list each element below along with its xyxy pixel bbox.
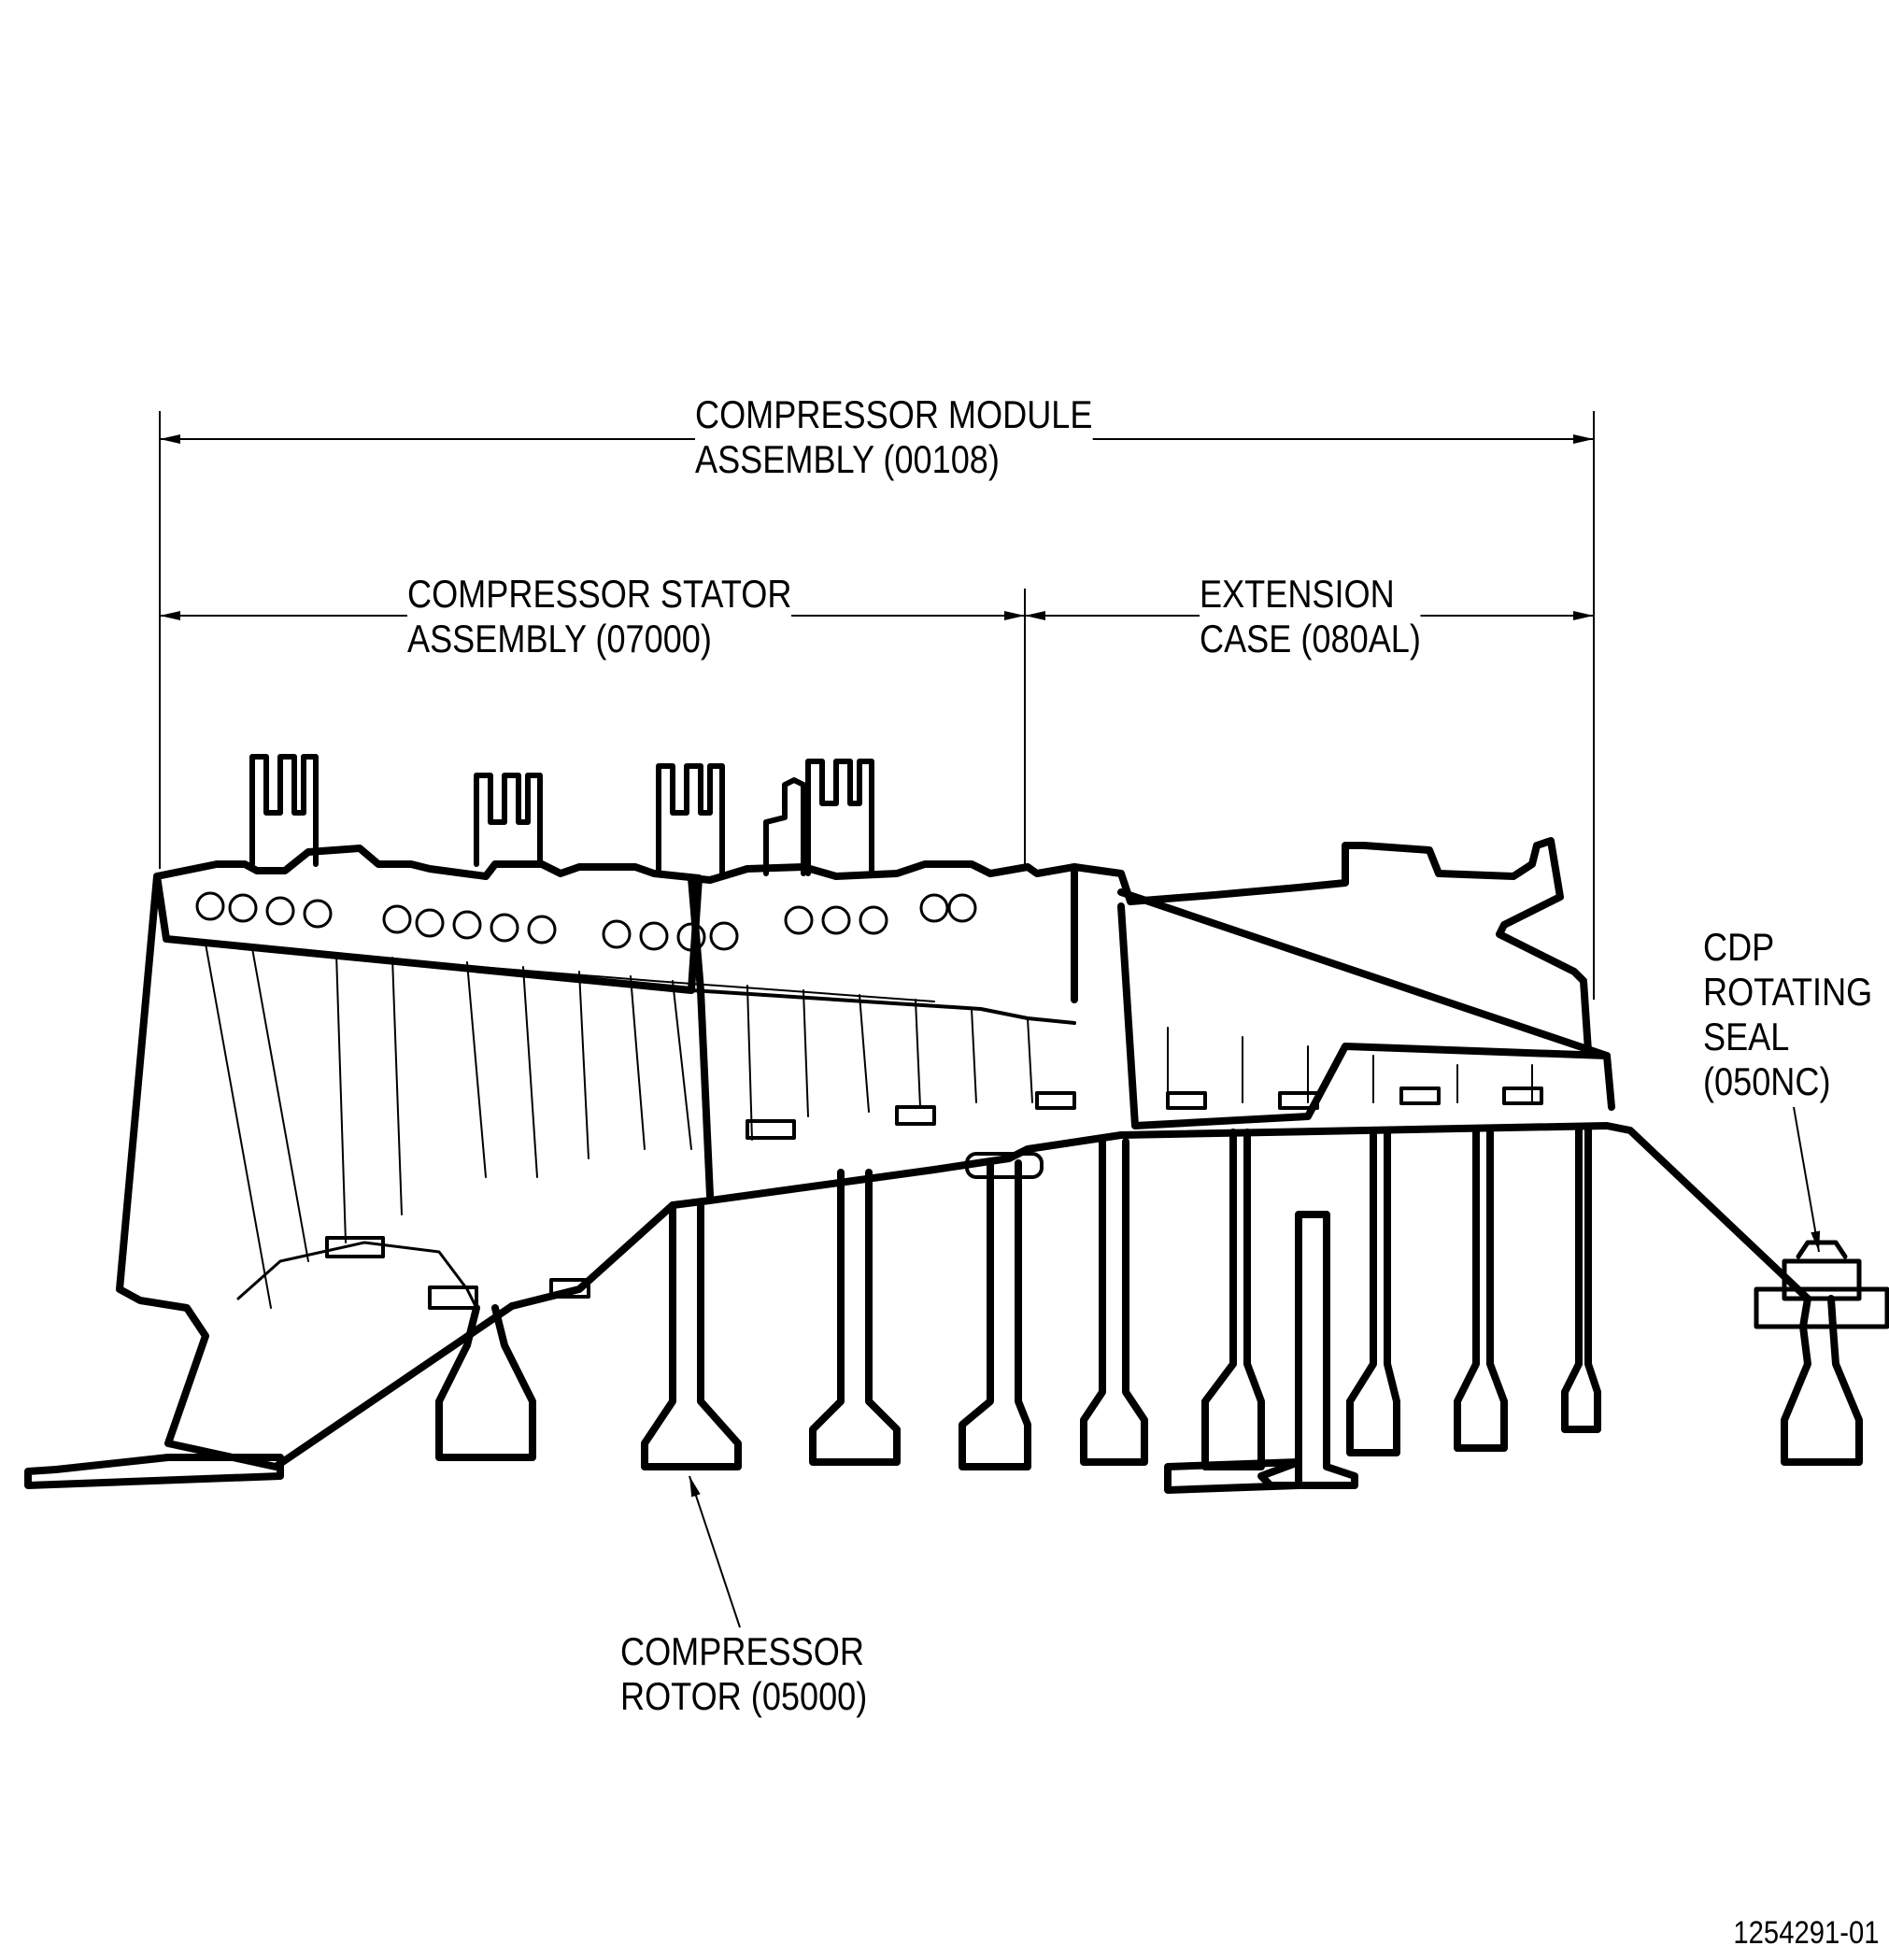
rotor-bolt-details — [325, 1087, 1543, 1310]
stator-label-line2: ASSEMBLY (07000) — [407, 617, 712, 660]
rotor-label-line1: COMPRESSOR — [620, 1629, 864, 1673]
seal-label-line1: CDP — [1703, 925, 1775, 969]
extension-case-outline — [1071, 837, 1592, 1055]
seal-label-line4: (050NC) — [1703, 1059, 1831, 1103]
stator-casing-top — [688, 860, 1078, 1003]
stator-casing-outline — [153, 845, 703, 994]
rotor-shaft-base — [24, 1454, 284, 1489]
module-label-line1: COMPRESSOR MODULE — [695, 392, 1093, 436]
stage-blades — [205, 943, 1533, 1309]
stator-label-line1: COMPRESSOR STATOR — [407, 572, 792, 616]
extension-label-line2: CASE (080AL) — [1200, 617, 1421, 660]
variable-vane-actuators — [249, 754, 874, 876]
extension-case-diagonal — [1117, 888, 1611, 1059]
extension-case-label: EXTENSION CASE (080AL) — [1200, 572, 1421, 661]
module-label-line2: ASSEMBLY (00108) — [695, 437, 1000, 481]
seal-label-line2: ROTATING — [1703, 970, 1873, 1014]
cdp-seal-head — [1754, 1240, 1889, 1329]
rotor-drum-outline — [508, 1122, 1811, 1310]
rotor-front-cone — [116, 873, 516, 1470]
rotor-leader — [689, 1475, 741, 1628]
stator-inner-flowpath — [164, 937, 1076, 1025]
drawing-number: 1254291-01 — [1733, 1915, 1880, 1951]
cdp-seal-label: CDP ROTATING SEAL (050NC) — [1703, 925, 1873, 1104]
stator-assembly-label: COMPRESSOR STATOR ASSEMBLY (07000) — [407, 572, 792, 661]
rotor-disks — [435, 1125, 1863, 1494]
stator-bolt-circles — [195, 891, 977, 952]
compressor-section — [24, 754, 1889, 1494]
rotor-front-inner — [236, 1241, 478, 1310]
stator-divider — [688, 874, 714, 1200]
rotor-label-line2: ROTOR (05000) — [620, 1674, 868, 1718]
module-assembly-label: COMPRESSOR MODULE ASSEMBLY (00108) — [695, 392, 1093, 482]
compressor-rotor-label: COMPRESSOR ROTOR (05000) — [620, 1629, 868, 1719]
extension-case-inner — [1117, 902, 1615, 1129]
stator-inner-line-2 — [186, 943, 935, 1002]
extension-label-line1: EXTENSION — [1200, 572, 1395, 616]
seal-label-line3: SEAL — [1703, 1015, 1790, 1058]
seal-leader — [1793, 1106, 1821, 1253]
